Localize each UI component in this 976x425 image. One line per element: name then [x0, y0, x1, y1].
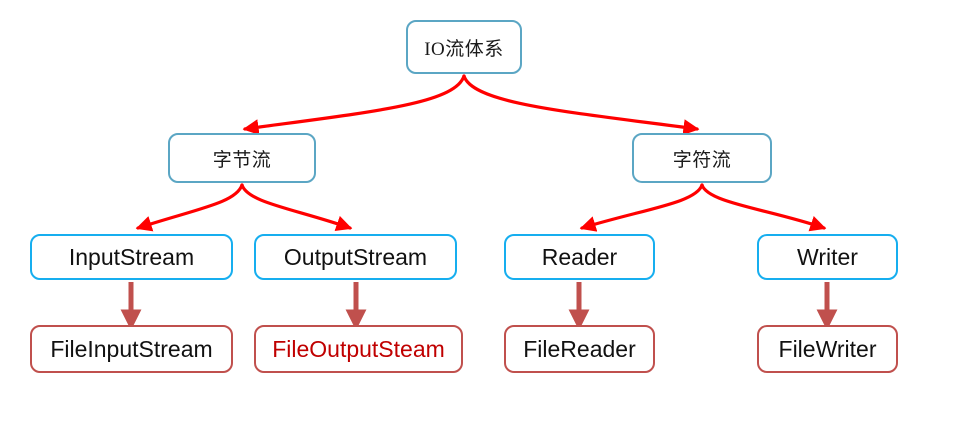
node-byte-stream-label: 字节流 [212, 149, 272, 171]
edge-byte-stream-to-inputstream [135, 183, 244, 232]
node-byte-stream[interactable]: 字节流 [168, 133, 316, 183]
node-outputstream-label: OutputStream [283, 243, 428, 270]
edge-root-to-char-stream [462, 74, 700, 136]
node-reader[interactable]: Reader [504, 234, 655, 280]
node-fileoutputsteam[interactable]: FileOutputSteam [254, 325, 463, 373]
node-outputstream[interactable]: OutputStream [254, 234, 457, 280]
edge-group-char-stream [579, 183, 827, 232]
node-filewriter-label: FileWriter [778, 335, 877, 362]
edge-group-byte-stream [135, 183, 353, 232]
node-fileinputstream-label: FileInputStream [50, 335, 213, 362]
node-fileoutputsteam-label: FileOutputSteam [272, 335, 445, 362]
edge-char-stream-to-reader [579, 183, 704, 232]
edge-root-to-byte-stream [242, 74, 466, 136]
edge-group-vertical [120, 282, 838, 331]
node-inputstream-label: InputStream [68, 243, 195, 270]
node-filewriter[interactable]: FileWriter [757, 325, 898, 373]
node-fileinputstream[interactable]: FileInputStream [30, 325, 233, 373]
edge-byte-stream-to-outputstream [240, 183, 353, 232]
node-filereader-label: FileReader [523, 335, 636, 362]
node-writer[interactable]: Writer [757, 234, 898, 280]
node-filereader[interactable]: FileReader [504, 325, 655, 373]
node-root-label: IO流体系 [424, 38, 504, 60]
node-char-stream[interactable]: 字符流 [632, 133, 772, 183]
node-root[interactable]: IO流体系 [406, 20, 522, 74]
node-writer-label: Writer [797, 243, 858, 270]
node-reader-label: Reader [541, 243, 618, 270]
edge-char-stream-to-writer [700, 183, 827, 232]
node-inputstream[interactable]: InputStream [30, 234, 233, 280]
edge-group-root [242, 74, 700, 136]
node-char-stream-label: 字符流 [672, 149, 732, 171]
